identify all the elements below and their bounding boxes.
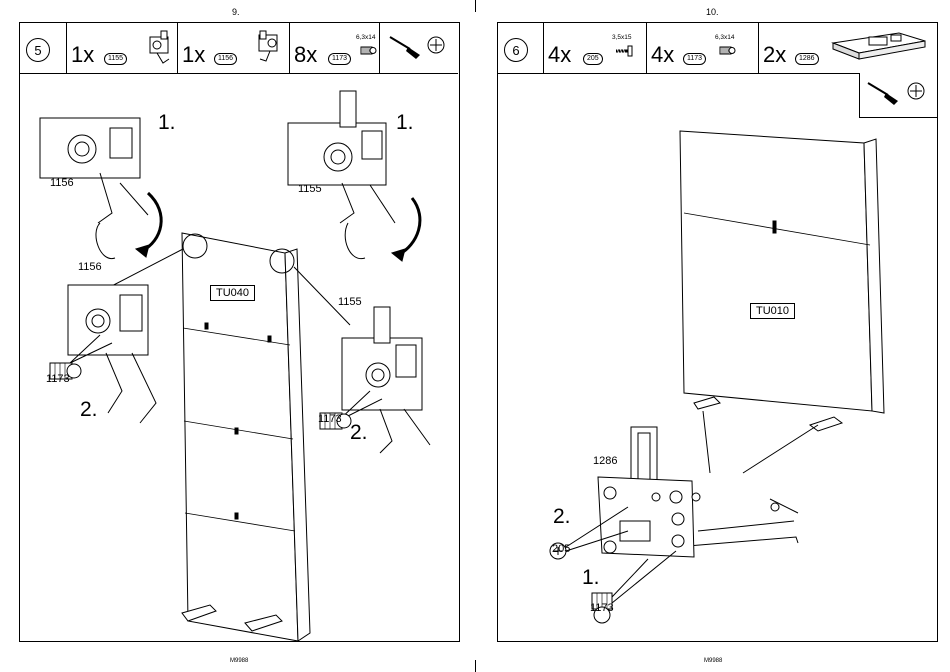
part-cell: 8x 1173 6,3x14	[290, 23, 380, 73]
center-crop-mark-top	[475, 0, 476, 12]
part-cell: 1x 1155	[67, 23, 178, 73]
assembly-illustration	[498, 73, 936, 641]
part-cell: 4x 205 3,5x15	[544, 23, 647, 73]
step-marker: 1.	[158, 111, 176, 135]
part-size: 6,3x14	[356, 34, 376, 41]
bracket-1286-icon	[829, 27, 929, 67]
part-qty: 4x	[651, 44, 674, 66]
part-label: 1173	[318, 413, 342, 425]
part-label: 1155	[338, 296, 362, 308]
part-qty: 4x	[548, 44, 571, 66]
assembly-illustration	[20, 73, 458, 641]
panel-tu010	[680, 131, 884, 431]
part-label: 205	[552, 543, 570, 555]
instruction-page-left: 5 1x 1155 1x 1156 8x 1173 6,3x14	[19, 22, 460, 642]
page-number-left: 9.	[232, 7, 240, 17]
page-number-right: 10.	[706, 7, 719, 17]
footer-code-right: M9988	[704, 658, 722, 664]
part-code: 205	[583, 53, 603, 65]
part-size: 3,5x15	[612, 34, 632, 41]
hinge-1156-icon	[256, 27, 282, 67]
parts-header: 5 1x 1155 1x 1156 8x 1173 6,3x14	[20, 23, 458, 74]
part-code: 1173	[328, 53, 351, 65]
part-size: 6,3x14	[715, 34, 735, 41]
step-marker: 2.	[350, 421, 368, 445]
part-qty: 2x	[763, 44, 786, 66]
panel-label: TU040	[210, 285, 255, 301]
parts-header: 6 4x 205 3,5x15 4x 1173 6,3x14 2x 1286	[498, 23, 936, 74]
hinge-1155-icon	[147, 27, 173, 67]
part-label: 1286	[593, 455, 617, 467]
part-code: 1156	[214, 53, 237, 65]
screwdriver-icon	[386, 31, 454, 65]
step-marker: 2.	[80, 398, 98, 422]
center-crop-mark-bottom	[475, 660, 476, 672]
part-qty: 8x	[294, 44, 317, 66]
dowel-icon	[719, 43, 735, 59]
footer-code-left: M9988	[230, 658, 248, 664]
step-marker: 2.	[553, 505, 571, 529]
screw-icon	[614, 45, 636, 57]
part-label: 1156	[78, 261, 102, 273]
part-qty: 1x	[182, 44, 205, 66]
part-label: 1173	[46, 373, 70, 385]
part-label: 1156	[50, 177, 74, 189]
tool-cell	[380, 23, 458, 73]
panel-label: TU010	[750, 303, 795, 319]
part-qty: 1x	[71, 44, 94, 66]
bracket-1286	[598, 427, 694, 557]
part-cell: 4x 1173 6,3x14	[647, 23, 759, 73]
step-number: 5	[26, 38, 50, 62]
step-cell: 6	[498, 23, 544, 73]
part-code: 1286	[795, 53, 819, 65]
step-number: 6	[504, 38, 528, 62]
instruction-page-right: 6 4x 205 3,5x15 4x 1173 6,3x14 2x 1286	[497, 22, 938, 642]
step-cell: 5	[20, 23, 67, 73]
part-code: 1155	[104, 53, 127, 65]
part-label: 1155	[298, 183, 322, 195]
step-marker: 1.	[396, 111, 414, 135]
part-label: 1173	[590, 602, 614, 614]
part-code: 1173	[683, 53, 706, 65]
part-cell: 1x 1156	[178, 23, 290, 73]
step-marker: 1.	[582, 566, 600, 590]
part-cell: 2x 1286	[759, 23, 936, 73]
dowel-icon	[360, 43, 376, 59]
